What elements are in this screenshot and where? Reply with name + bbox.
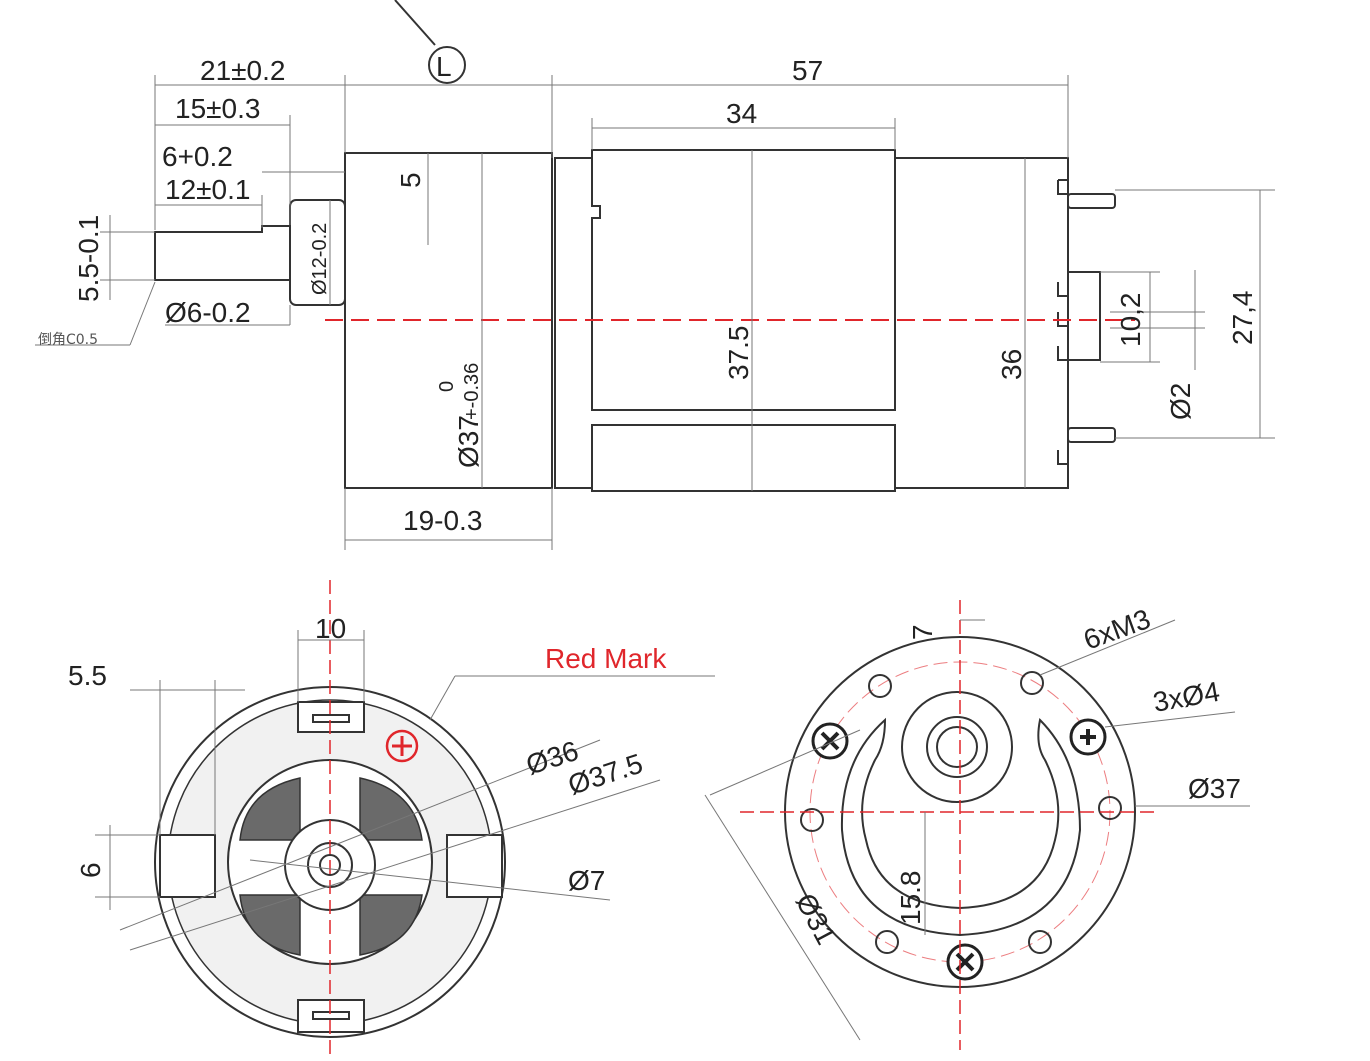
side-tab	[159, 834, 216, 898]
dim-19: 19-0.3	[403, 505, 482, 536]
dim-37-5: 37.5	[723, 326, 754, 381]
magnet-pad	[359, 777, 423, 841]
dim-boss-dia: Ø12-0.2	[309, 223, 331, 295]
crescent-slot	[840, 717, 1082, 937]
rear-bushing	[1067, 271, 1101, 361]
terminal-bottom	[1067, 427, 1116, 443]
front-view: 7 6xM3 3xØ4 Ø37 15.8 Ø31	[704, 600, 1250, 1050]
output-shaft	[154, 225, 291, 281]
dim-5-5: 5.5-0.1	[73, 215, 104, 302]
magnet-pad	[239, 777, 301, 841]
terminal-slot	[297, 701, 365, 733]
callout-l-circle	[428, 46, 466, 84]
dim-6: 6	[75, 862, 106, 878]
dim-10-2: 10,2	[1115, 293, 1146, 348]
dim-7: 7	[907, 624, 938, 640]
dim-21: 21±0.2	[200, 55, 285, 86]
red-mark-icon	[385, 729, 419, 763]
side-view: L	[35, 0, 1275, 550]
dim-27-4: 27,4	[1227, 291, 1258, 346]
chamfer-note: 倒角C0.5	[38, 332, 98, 348]
dim-12: 12±0.1	[165, 174, 250, 205]
motor-can-upper	[591, 149, 896, 411]
screws-label: 6xM3	[1079, 603, 1154, 656]
holes-label: 3xØ4	[1151, 676, 1222, 718]
dim-gearbox-tol-upper: 0	[436, 381, 458, 392]
dim-5: 5	[395, 172, 426, 188]
dim-37: Ø37	[1188, 773, 1241, 804]
dim-36: 36	[996, 349, 1027, 380]
callout-l: L	[436, 51, 452, 82]
dim-57: 57	[792, 55, 823, 86]
dim-15: 15±0.3	[175, 93, 260, 124]
terminal-top	[1067, 193, 1116, 209]
output-boss	[901, 691, 1013, 803]
dim-15-8: 15.8	[895, 871, 926, 926]
terminal-slot	[297, 999, 365, 1033]
dim-5-5: 5.5	[68, 660, 107, 691]
dim-6: 6+0.2	[162, 141, 233, 172]
dim-gearbox-tol-lower: +-0.36	[461, 363, 483, 420]
mounting-holes	[800, 671, 1122, 954]
rear-view: 10 5.5 6 Red Mark Ø36 Ø37.5 Ø7	[68, 580, 715, 1055]
dim-7: Ø7	[568, 865, 605, 896]
red-mark-label: Red Mark	[545, 643, 667, 674]
dim-shaft-dia: Ø6-0.2	[165, 297, 251, 328]
magnet-pad	[359, 894, 423, 956]
dim-gearbox-dia: Ø37	[453, 415, 484, 468]
motor-can-lower	[591, 424, 896, 492]
dim-10: 10	[315, 613, 346, 644]
dim-34: 34	[726, 98, 757, 129]
side-tab	[446, 834, 503, 898]
dim-pin-dia: Ø2	[1165, 383, 1196, 420]
